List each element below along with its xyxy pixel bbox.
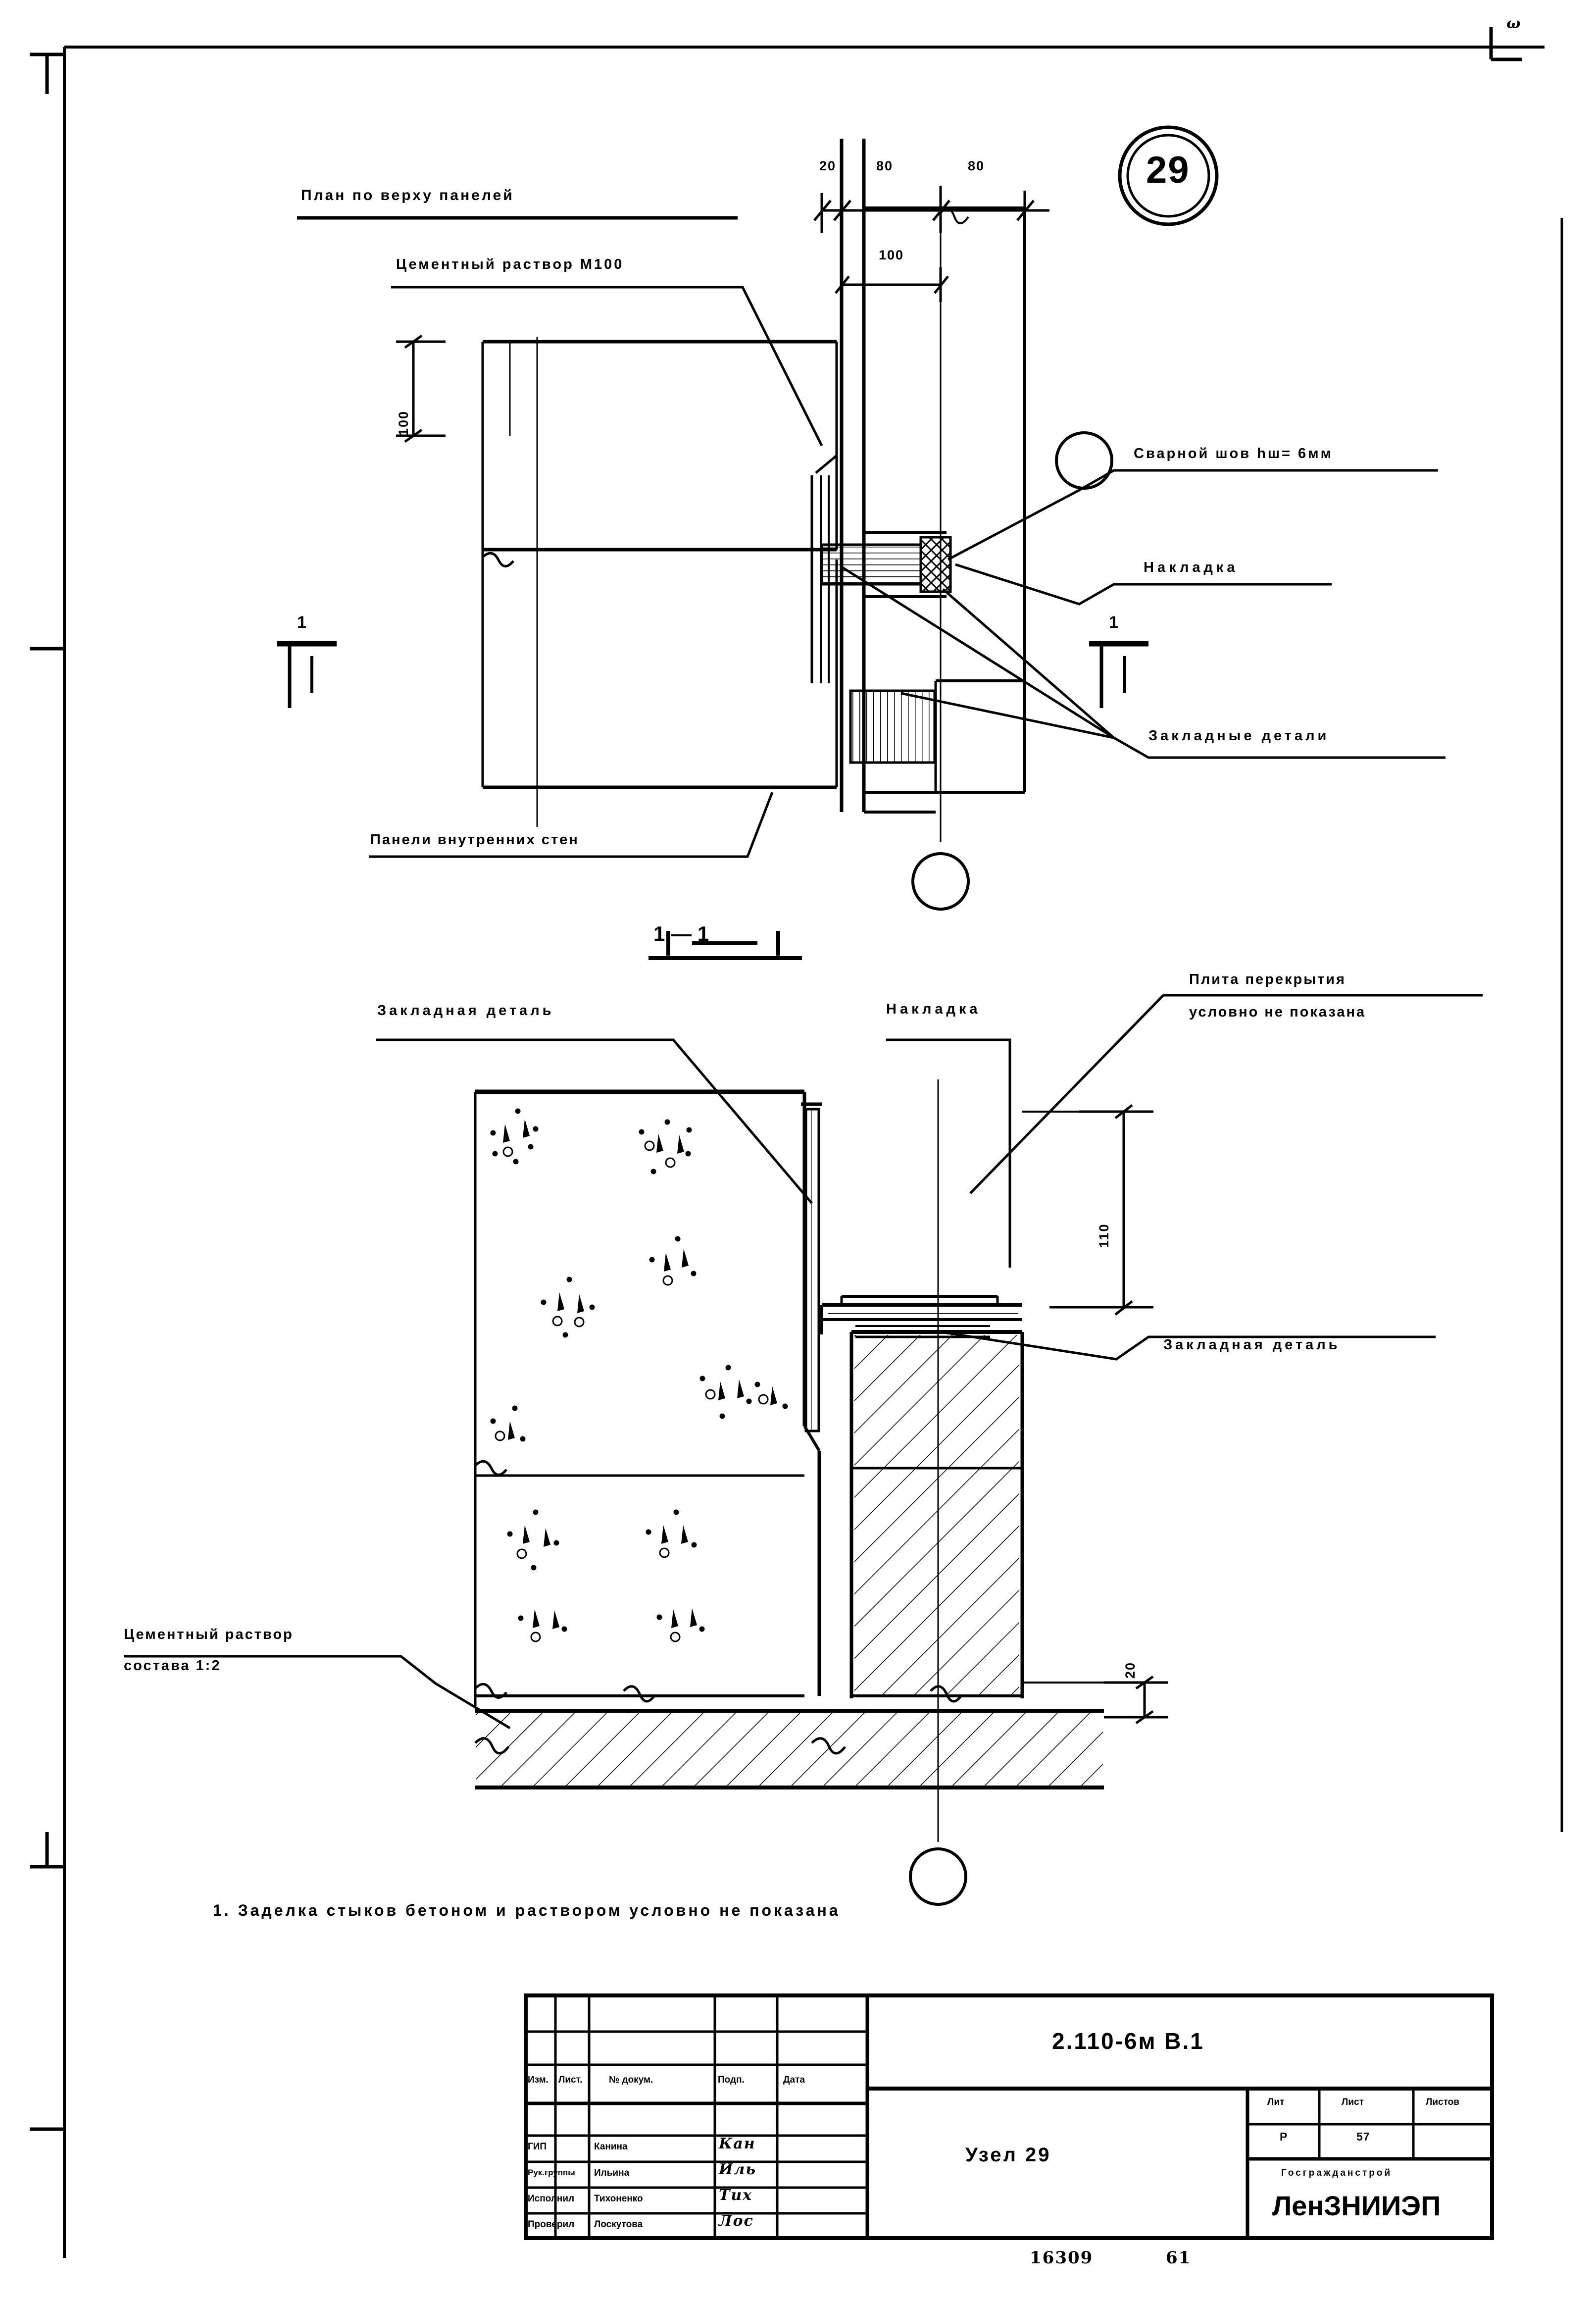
stamp-header-lit: Лит: [1267, 2097, 1285, 2107]
row-sign-2: Тих: [719, 2187, 753, 2204]
stamp-value-lit: Р: [1280, 2130, 1288, 2143]
general-note: 1. Заделка стыков бетоном и раствором ус…: [213, 1901, 841, 1919]
dim-80-a-plan: 80: [876, 158, 894, 173]
label-cover-plate-plan: Накладка: [1144, 560, 1239, 575]
sheet-frame: [30, 27, 1563, 2258]
section-mark-right: 1: [1109, 613, 1119, 632]
label-floor-slab-line2: условно не показана: [1189, 1004, 1366, 1020]
dim-100-left-plan: 100: [396, 410, 411, 436]
rev-header-data: Дата: [783, 2075, 805, 2085]
row-sign-1: Иль: [719, 2161, 757, 2178]
stamp-header-listov: Листов: [1426, 2097, 1459, 2107]
label-inner-wall-panels: Панели внутренних стен: [370, 832, 579, 848]
row-role-2: Исполнил: [528, 2194, 575, 2204]
label-weld-seam: Сварной шов hш= 6мм: [1134, 446, 1334, 461]
row-name-2: Тихоненко: [594, 2194, 643, 2204]
title-block-geometry: [524, 1993, 1494, 2240]
label-cement-mortar-plan: Цементный раствор М100: [396, 256, 624, 272]
drawing-title: Узел 29: [965, 2144, 1051, 2166]
row-name-3: Лоскутова: [594, 2219, 643, 2230]
org-name-large: ЛенЗНИИЭП: [1272, 2190, 1441, 2221]
dim-100-top-plan: 100: [879, 248, 904, 262]
dim-80-b-plan: 80: [968, 158, 985, 173]
section-view-geometry: [124, 994, 1483, 1906]
label-cover-plate-section: Накладка: [886, 1001, 981, 1017]
section-title: 1 — 1: [653, 922, 709, 945]
label-embedded-part-left: Закладная деталь: [377, 1003, 554, 1019]
dim-20-plan: 20: [819, 158, 837, 173]
row-sign-3: Лос: [719, 2212, 754, 2230]
label-embedded-parts-plan: Закладные детали: [1148, 728, 1330, 744]
corner-mark: ω: [1506, 15, 1522, 32]
sheet-code: 16309: [1030, 2248, 1094, 2268]
row-name-0: Канина: [594, 2142, 628, 2152]
section-mark-left: 1: [297, 613, 307, 632]
label-embedded-part-right: Закладная деталь: [1163, 1337, 1341, 1353]
row-role-1: Рук.группы: [528, 2168, 575, 2177]
rev-header-podp: Подп.: [718, 2075, 745, 2085]
detail-circle-number: 29: [1146, 149, 1190, 191]
rev-header-list: Лист.: [558, 2075, 583, 2085]
drawing-number: 2.110-6м В.1: [1052, 2028, 1204, 2054]
plan-view-geometry: [277, 125, 1446, 960]
plan-title: План по верху панелей: [301, 187, 514, 204]
dim-20-section: 20: [1123, 1661, 1138, 1679]
row-role-3: Проверил: [528, 2219, 575, 2230]
stamp-header-list: Лист: [1342, 2097, 1364, 2107]
row-sign-0: Кан: [719, 2135, 756, 2152]
label-cement-mortar-line2: состава 1:2: [124, 1658, 221, 1674]
label-cement-mortar-line1: Цементный раствор: [124, 1627, 294, 1642]
row-name-1: Ильина: [594, 2168, 630, 2178]
sheet-code-2: 61: [1166, 2248, 1192, 2268]
label-floor-slab-line1: Плита перекрытия: [1189, 971, 1346, 987]
row-role-0: ГИП: [528, 2142, 547, 2152]
stamp-value-list: 57: [1356, 2130, 1370, 2143]
dim-110-section: 110: [1097, 1223, 1111, 1248]
rev-header-izm: Изм.: [528, 2075, 549, 2085]
org-name-small: Госгражданстрой: [1281, 2168, 1393, 2178]
rev-header-docnum: № докум.: [609, 2075, 653, 2085]
